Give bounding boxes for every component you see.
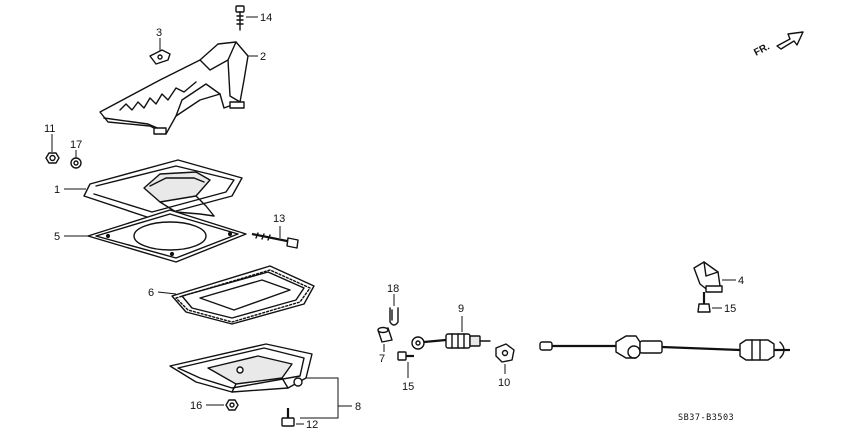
callout-5: 5 [54,231,60,243]
part-15-bolt-right [697,292,722,313]
part-15-bolt-left [397,351,414,378]
callout-3: 3 [156,27,162,39]
callout-17: 17 [70,139,82,151]
part-11-nut [45,134,60,164]
callout-8: 8 [355,401,361,413]
callout-2: 2 [260,51,266,63]
callout-12: 12 [306,419,318,431]
callout-9: 9 [458,303,464,315]
part-14-bolt [235,5,258,31]
diagram-code: SB37-B3503 [678,413,734,423]
callout-18: 18 [387,283,399,295]
part-16-nut [206,399,239,411]
callout-16: 16 [190,400,202,412]
part-5-seal-plate [64,209,247,263]
part-8-housing [169,343,352,419]
part-10-clip [495,343,515,374]
part-7-bushing [377,326,393,352]
part-4-cable-bracket [693,261,736,293]
callout-1: 1 [54,184,60,196]
callout-7: 7 [379,353,385,365]
direction-label: FR. [752,41,772,58]
callout-4: 4 [738,275,744,287]
callout-6: 6 [148,287,154,299]
callout-15-right: 15 [724,303,736,315]
part-6-gasket [157,265,315,325]
part-13-bolt [251,226,299,249]
part-3-clip [149,38,171,65]
part-17-grommet [70,150,82,169]
callout-13: 13 [273,213,285,225]
arrow-right-icon [776,31,804,50]
callout-10: 10 [498,377,510,389]
part-2-gate-bracket [99,41,258,135]
control-cable [539,335,790,361]
part-12-bolt [281,408,304,427]
part-18-pin [389,294,399,326]
callout-11: 11 [44,123,55,135]
part-9-adjuster [411,316,491,350]
callout-15-left: 15 [402,381,414,393]
part-1-boot-plate [64,159,243,219]
front-direction-indicator: FR. [752,31,804,59]
callout-14: 14 [260,12,272,24]
